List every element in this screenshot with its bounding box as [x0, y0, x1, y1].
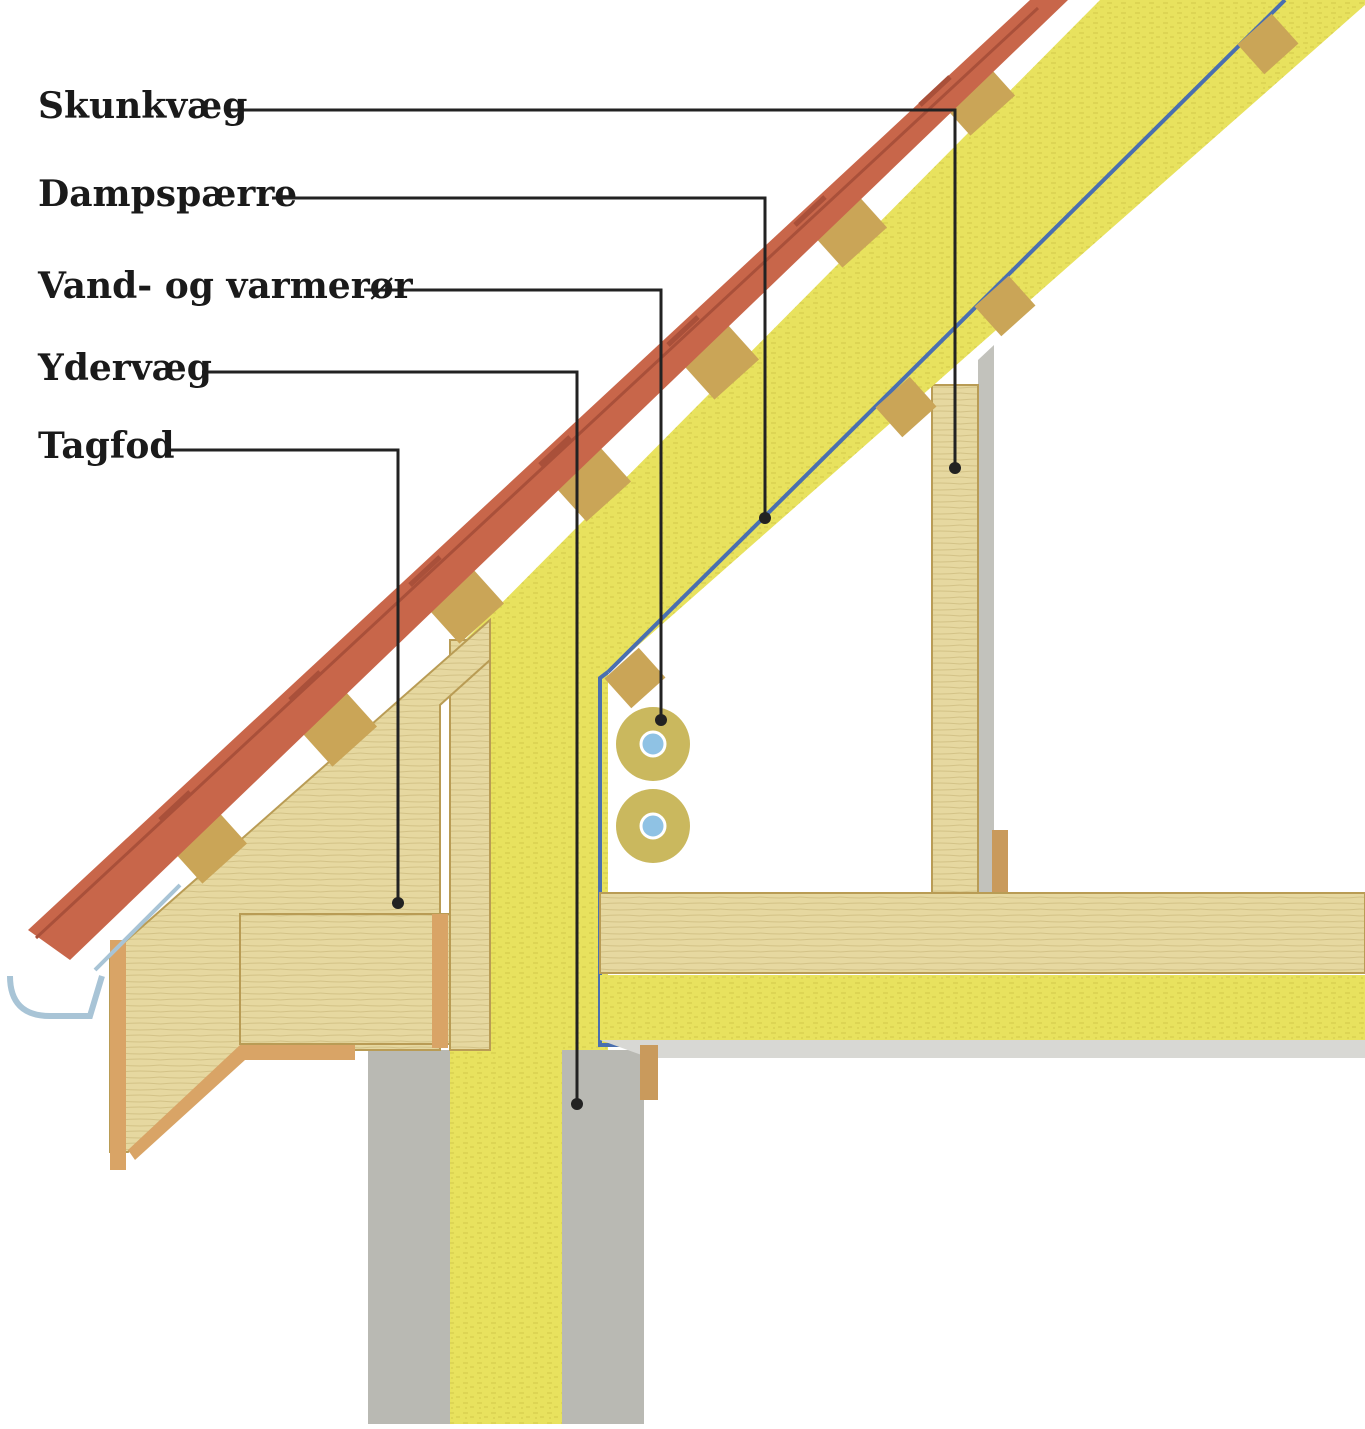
leader-dots — [392, 462, 961, 1110]
label-dampspaerre: Dampspærre — [38, 173, 298, 215]
leader-dampspaerre — [272, 196, 767, 518]
water-heating-pipes — [616, 707, 690, 863]
label-tagfod: Tagfod — [38, 425, 175, 467]
concrete-wall — [368, 1050, 644, 1424]
label-ydervaeg: Ydervæg — [38, 347, 212, 389]
ceiling-joist — [599, 892, 1365, 1100]
leader-ydervaeg — [202, 370, 579, 1104]
rain-gutter — [7, 883, 182, 1019]
leader-tagfod — [168, 448, 400, 903]
roof-tiles — [28, 0, 1068, 960]
knee-wall — [931, 345, 1008, 894]
label-vand-og-varmeroer: Vand- og varmerør — [38, 265, 413, 307]
leader-vand-og-varmeroer — [364, 288, 663, 720]
wall-stud — [449, 639, 491, 1051]
leader-skunkvaeg — [228, 108, 957, 468]
roof-battens — [168, 13, 1299, 884]
label-skunkvaeg: Skunkvæg — [38, 85, 248, 127]
leader-lines — [168, 108, 957, 1104]
eave-rafter — [109, 617, 491, 1170]
